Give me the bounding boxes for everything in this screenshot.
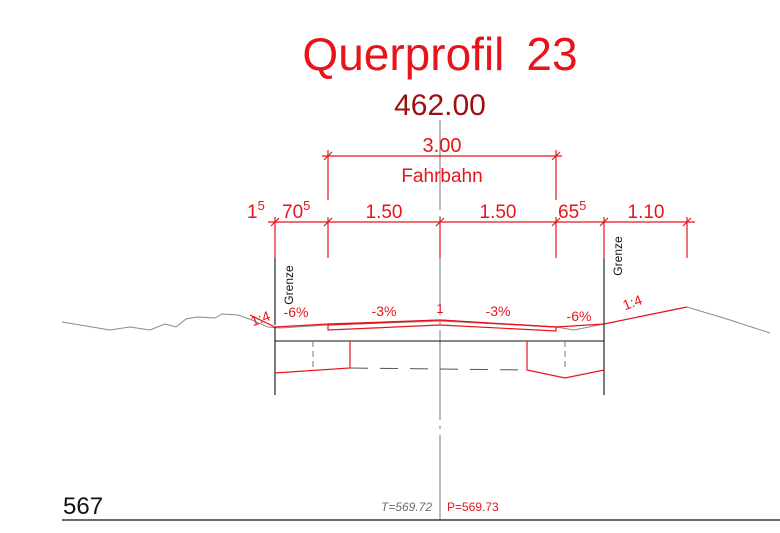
right-shoulder-slope: -6% — [567, 308, 592, 324]
right-boundary-label: Grenze — [611, 236, 625, 276]
base-structure — [274, 341, 605, 379]
detail-dimension-chain: 15 705 1.50 1.50 655 1.10 — [247, 198, 695, 258]
right-lane-slope: -3% — [486, 303, 511, 319]
title-number: 23 — [526, 28, 577, 80]
left-edge-dimension: 15 — [247, 198, 265, 223]
slope-labels: 1:4 -6% -3% 1 -3% -6% 1:4 — [248, 291, 644, 329]
existing-terrain — [61, 306, 771, 334]
station-value: 462.00 — [394, 89, 486, 122]
profile-elevation: P=569.73 — [447, 500, 499, 514]
road-surface — [249, 306, 688, 395]
left-embankment-slope: 1:4 — [248, 307, 272, 329]
left-boundary-label: Grenze — [282, 265, 296, 305]
right-lane-dimension: 1.50 — [480, 202, 517, 223]
left-lane-slope: -3% — [372, 303, 397, 319]
left-shoulder-dimension: 705 — [282, 198, 310, 223]
drawing-title: Querprofil 23 — [302, 28, 577, 80]
terrain-elevation: T=569.72 — [381, 500, 432, 514]
left-lane-dimension: 1.50 — [366, 202, 403, 223]
right-shoulder-dimension: 655 — [558, 198, 586, 223]
right-embankment-slope: 1:4 — [620, 291, 644, 313]
total-width-label: 3.00 — [423, 135, 462, 157]
title-label: Querprofil — [302, 28, 504, 80]
lane-label: Fahrbahn — [401, 166, 482, 187]
crown-marker: 1 — [436, 301, 443, 316]
left-shoulder-slope: -6% — [284, 304, 309, 320]
datum-elevation: 567 — [63, 493, 103, 520]
total-width-dimension: 3.00 Fahrbahn — [322, 135, 562, 200]
right-slope-dimension: 1.10 — [628, 202, 665, 223]
